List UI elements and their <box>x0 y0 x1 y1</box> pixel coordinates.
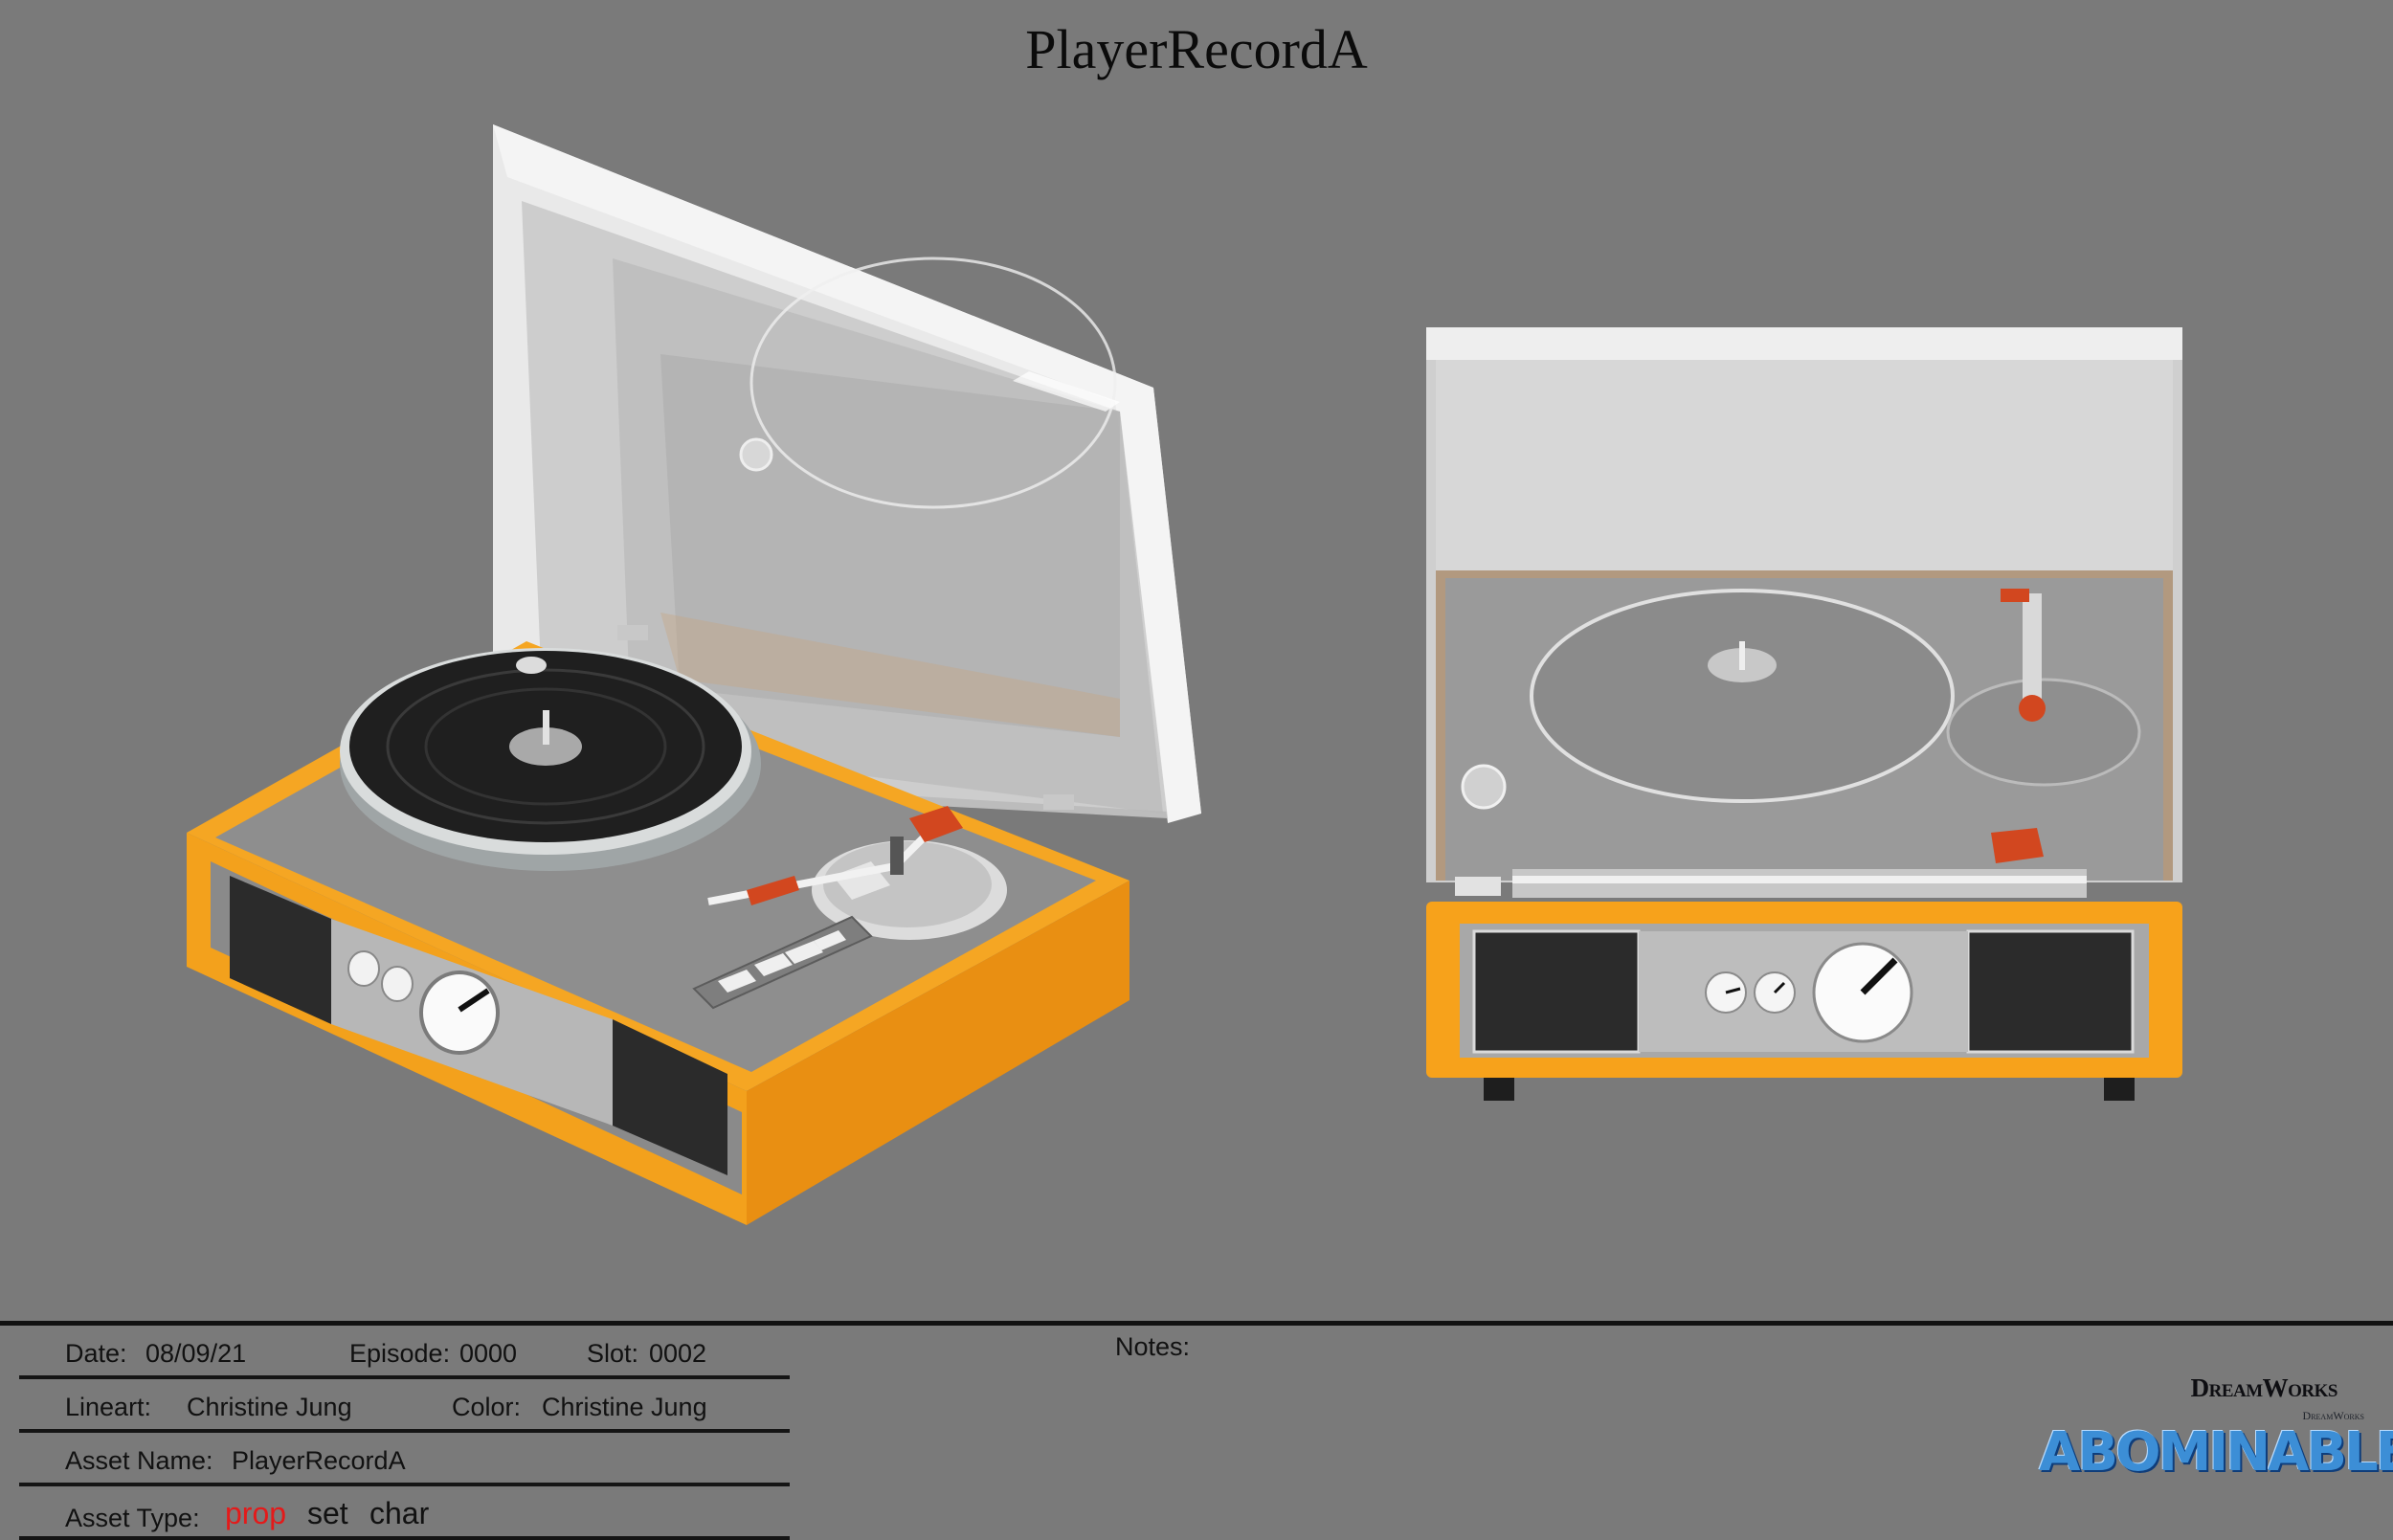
asset-info-table: Date: 08/09/21 Episode: 0000 Slot: 0002 … <box>19 1326 790 1540</box>
control-buttons <box>692 915 873 1010</box>
abominable-logo: DreamWorks DreamWorks ABOMINABLE <box>2039 1373 2393 1484</box>
info-row-asset-name: Asset Name: PlayerRecordA <box>19 1433 790 1486</box>
turntable-three-quarter-view <box>187 124 1201 1225</box>
footer-divider <box>0 1321 2393 1326</box>
lineart-value: Christine Jung <box>187 1393 352 1421</box>
front-deck <box>1455 828 2087 898</box>
asset-type-prop: prop <box>225 1496 287 1530</box>
film-title-wordmark: ABOMINABLE <box>2039 1421 2393 1484</box>
asset-type-set: set <box>307 1496 348 1530</box>
lineart-label: Lineart: <box>65 1393 152 1421</box>
color-value: Christine Jung <box>542 1393 707 1421</box>
turntable-front-view <box>1426 327 2182 1101</box>
asset-type-label: Asset Type: <box>65 1504 200 1532</box>
front-knobs <box>1705 942 1913 1043</box>
tonearm <box>707 806 1007 940</box>
slot-label: Slot: <box>587 1339 639 1368</box>
turntable-platter <box>340 648 761 871</box>
notes-label: Notes: <box>1115 1332 1191 1361</box>
info-row-asset-type: Asset Type: prop set char <box>19 1486 790 1540</box>
info-row-date: Date: 08/09/21 Episode: 0000 Slot: 0002 <box>19 1326 790 1379</box>
dreamworks-small-wordmark: DreamWorks <box>2302 1409 2364 1422</box>
asset-type-char: char <box>369 1496 430 1530</box>
notes-section: Notes: <box>1115 1332 1190 1362</box>
volume-knobs <box>347 950 500 1055</box>
info-row-artists: Lineart: Christine Jung Color: Christine… <box>19 1379 790 1433</box>
slot-value: 0002 <box>649 1339 707 1368</box>
front-case <box>1426 902 2182 1078</box>
sheet-title: PlayerRecordA <box>1025 18 1368 80</box>
date-label: Date: <box>65 1339 127 1368</box>
date-value: 08/09/21 <box>145 1339 247 1368</box>
lid-hinges <box>516 625 1074 810</box>
front-lid <box>1426 327 2182 882</box>
asset-name-label: Asset Name: <box>65 1446 213 1475</box>
color-label: Color: <box>452 1393 522 1421</box>
turntable-lid <box>493 124 1201 823</box>
episode-label: Episode: <box>349 1339 451 1368</box>
asset-name-value: PlayerRecordA <box>232 1446 406 1475</box>
dreamworks-wordmark: DreamWorks <box>2190 1373 2338 1402</box>
episode-value: 0000 <box>459 1339 518 1368</box>
front-feet <box>1484 1078 2135 1101</box>
